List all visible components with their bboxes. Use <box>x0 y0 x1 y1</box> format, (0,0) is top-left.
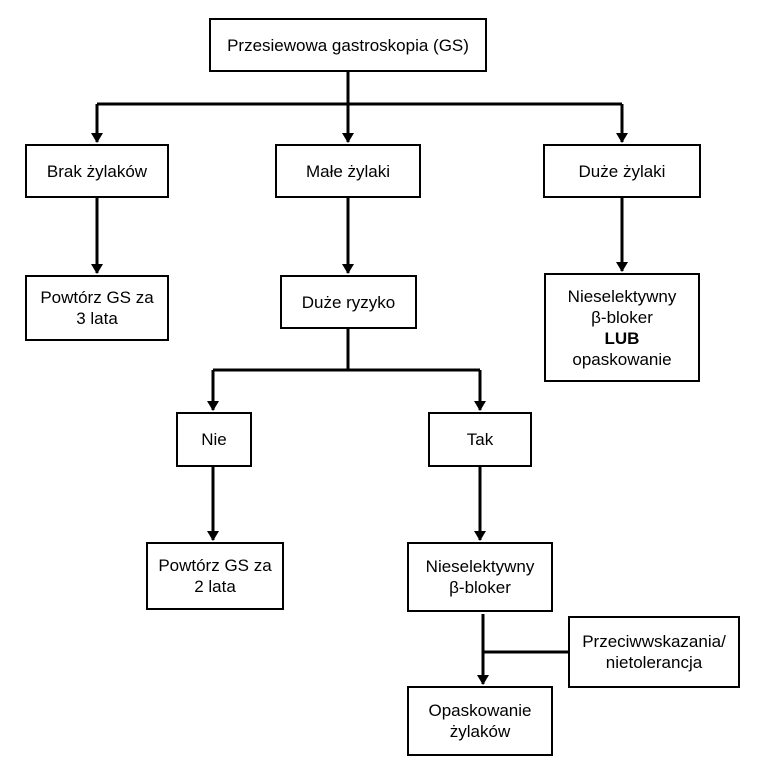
node-text-line: Nieselektywny <box>425 557 535 576</box>
node-small-varices: Małe żylaki <box>275 144 421 198</box>
node-nonselective-beta-blocker: Nieselektywny β-bloker <box>407 542 553 612</box>
node-text-line: żylaków <box>449 722 511 741</box>
node-repeat-gs-3-years: Powtórz GS za 3 lata <box>25 275 169 341</box>
node-text-line: 3 lata <box>76 309 118 328</box>
node-no: Nie <box>176 412 252 467</box>
node-variceal-banding: Opaskowanie żylaków <box>407 686 553 756</box>
node-text-line: 2 lata <box>194 577 236 596</box>
node-text-line: β-bloker <box>591 307 653 327</box>
node-text-line: Tak <box>466 430 494 449</box>
node-repeat-gs-2-years: Powtórz GS za 2 lata <box>146 542 284 610</box>
node-text-line: LUB <box>604 328 640 348</box>
node-text-line: Brak żylaków <box>46 161 148 181</box>
node-text-line: Duże żylaki <box>578 161 666 181</box>
node-text-line: Nie <box>201 430 227 449</box>
node-text-line: Małe żylaki <box>305 161 391 181</box>
node-yes: Tak <box>428 412 532 467</box>
node-contraindication-intolerance: Przeciwwskazania/nietolerancja <box>568 616 740 688</box>
node-text-line: Powtórz GS za <box>158 556 272 575</box>
node-large-varices: Duże żylaki <box>543 144 701 198</box>
node-text-line: Przesiewowa gastroskopia (GS) <box>227 35 469 55</box>
node-text-line: Nieselektywny <box>567 286 677 306</box>
node-text-line: Opaskowanie <box>428 701 532 720</box>
node-no-varices: Brak żylaków <box>25 144 169 198</box>
node-text-line: opaskowanie <box>572 349 672 369</box>
node-text-line: nietolerancja <box>605 653 703 672</box>
node-high-risk: Duże ryzyko <box>280 275 417 329</box>
node-text-line: Przeciwwskazania/ <box>582 632 726 651</box>
node-text-line: Powtórz GS za <box>40 288 154 307</box>
node-text-line: β-bloker <box>449 578 511 597</box>
node-text-line: Duże ryzyko <box>301 292 396 312</box>
node-screening-gastroscopy: Przesiewowa gastroskopia (GS) <box>209 18 487 72</box>
